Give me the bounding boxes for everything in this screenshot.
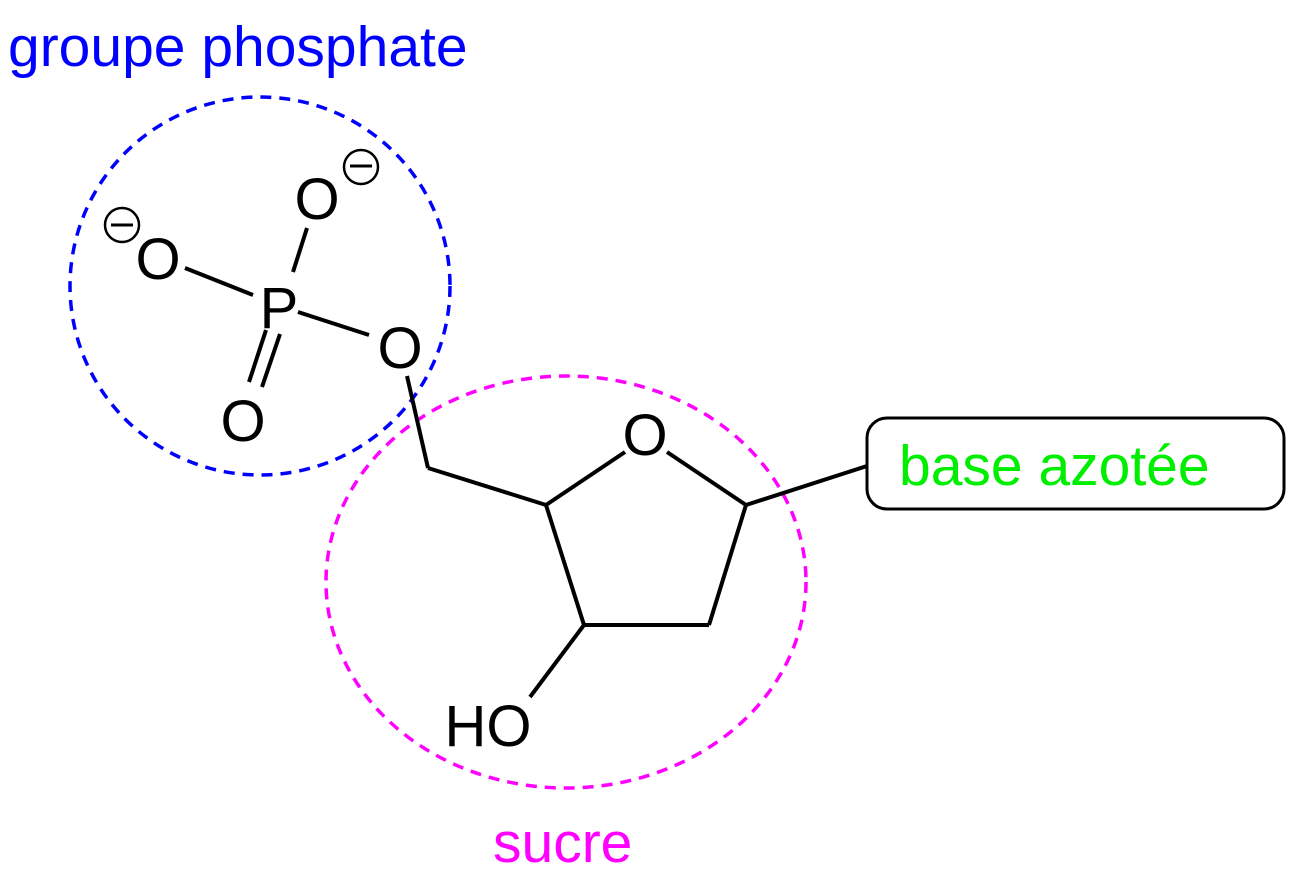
bond-p-o-double-1	[247, 329, 268, 383]
negative-charge-icon	[342, 148, 380, 186]
atom-o-left: O	[135, 227, 180, 292]
bond-ch2-c4	[427, 466, 547, 507]
bond-c3-c4	[544, 504, 586, 626]
bond-o-p	[184, 266, 254, 297]
bond-o-ring-c1	[665, 450, 748, 507]
bond-c4-o-ring	[544, 450, 627, 507]
phosphate-group-circle	[68, 95, 452, 477]
sugar-circle	[324, 374, 808, 790]
bond-c1-c2	[707, 504, 748, 626]
atom-o-right: O	[377, 316, 422, 381]
sugar-label: sucre	[493, 811, 632, 875]
bonds	[184, 227, 868, 699]
bond-c1-base	[745, 464, 868, 507]
bond-c3-oh	[528, 623, 586, 699]
bond-o-ch2	[405, 375, 430, 469]
base-label: base azotée	[899, 434, 1210, 498]
atom-o-double: O	[220, 389, 265, 454]
base-box	[865, 416, 1286, 511]
bond-p-o-right	[297, 310, 370, 337]
phosphate-group-label: groupe phosphate	[8, 15, 468, 79]
bond-p-o-top	[291, 227, 309, 273]
atom-phosphorus: P	[260, 276, 299, 341]
atom-hydroxyl: HO	[445, 694, 532, 759]
atom-o-top: O	[294, 167, 339, 232]
negative-charge-icon	[103, 206, 141, 244]
bond-p-o-double-2	[260, 333, 282, 388]
atom-o-ring: O	[622, 403, 667, 468]
